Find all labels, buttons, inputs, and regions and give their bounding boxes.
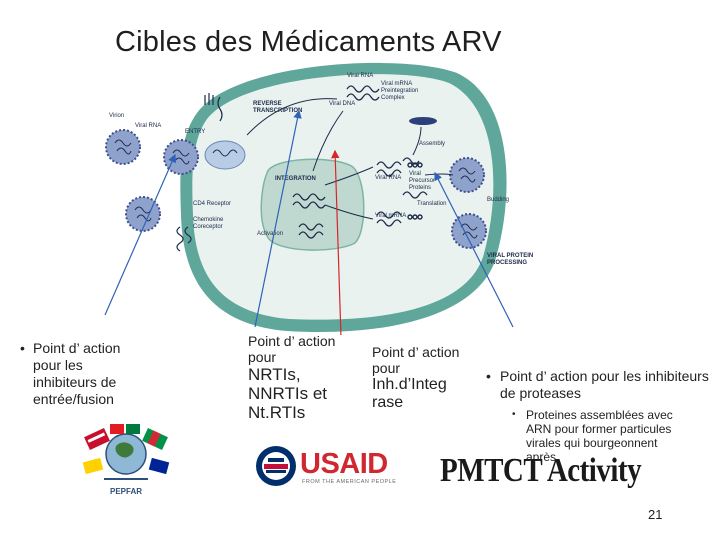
receptors — [176, 93, 223, 252]
label-entry: ENTRY — [185, 129, 205, 135]
entry-vesicle — [204, 140, 246, 170]
label-viral-rna-top: Viral RNA — [347, 73, 373, 79]
rt-inhibitor-line2: NRTIs, NNRTIs et Nt.RTIs — [248, 365, 328, 422]
label-precursor-2: Precursor — [409, 178, 435, 184]
label-chemokine-1: Chemokine — [193, 217, 224, 223]
rt-inhibitor-text: Point d’ action pour NRTIs, NNRTIs et Nt… — [248, 333, 358, 422]
label-viral-rna-mid: Viral RNA — [375, 175, 401, 181]
bullet: • — [20, 340, 25, 356]
protease-sub-bullet: • Proteines assemblées avec ARN pour for… — [512, 408, 692, 464]
integrase-inhibitor-line1: Point d’ action pour — [372, 344, 460, 376]
usaid-seal — [256, 446, 296, 486]
label-viral-rna-left: Viral RNA — [135, 123, 161, 129]
label-viral-dna-top: Viral DNA — [329, 101, 355, 107]
label-viral-protein-1: VIRAL PROTEIN — [487, 253, 533, 259]
label-activation: Activation — [257, 231, 283, 237]
label-viral-mrna-low: Viral mRNA — [375, 213, 406, 219]
arrow-rt — [254, 109, 302, 328]
pepfar-wordmark: PEPFAR — [110, 487, 142, 496]
arrow-protease — [434, 171, 514, 328]
bullet: • — [512, 409, 516, 420]
label-precursor-1: Viral — [409, 171, 421, 177]
usaid-wordmark: USAID — [300, 448, 388, 480]
protease-inhibitor-label: Point d’ action pour les inhibiteurs de … — [500, 368, 709, 401]
protease-inhibitor-text: • Point d’ action pour les inhibiteurs d… — [486, 368, 716, 402]
virion-outside-top — [105, 129, 487, 249]
label-reverse-1: REVERSE — [253, 101, 282, 107]
arrow-integrase — [331, 149, 342, 335]
slide-title: Cibles des Médicaments ARV — [115, 26, 502, 58]
label-precursor-3: Proteins — [409, 185, 431, 191]
label-viral-mrna-3: Complex — [381, 95, 405, 101]
label-viral-mrna-1: Viral mRNA — [381, 81, 412, 87]
usaid-tagline: FROM THE AMERICAN PEOPLE — [302, 479, 397, 485]
label-assembly: Assembly — [419, 141, 445, 147]
bullet: • — [486, 368, 491, 384]
pmtct-activity-logo: PMTCT Activity — [440, 452, 642, 489]
entry-inhibitor-text: • Point d’ action pour les inhibiteurs d… — [20, 340, 150, 408]
nucleus — [260, 158, 365, 251]
rt-inhibitor-line1: Point d’ action pour — [248, 333, 336, 365]
label-reverse-2: TRANSCRIPTION — [253, 108, 302, 114]
page-number: 21 — [648, 507, 663, 522]
label-budding: Budding — [487, 197, 509, 203]
arrow-entry — [104, 153, 176, 316]
label-virion: Virion — [109, 113, 124, 119]
pepfar-logo: PEPFAR — [82, 424, 170, 496]
integrase-inhibitor-line2: Inh.d’Integ rase — [372, 376, 447, 411]
integrase-inhibitor-text: Point d’ action pour Inh.d’Integ rase — [372, 344, 472, 412]
label-viral-mrna-2: Preintegration — [381, 88, 418, 94]
label-cd4: CD4 Receptor — [193, 201, 231, 207]
label-chemokine-2: Coreceptor — [193, 224, 223, 230]
hiv-lifecycle-diagram: Virion ENTRY REVERSE TRANSCRIPTION Viral… — [104, 62, 533, 335]
entry-inhibitor-label: Point d’ action pour les inhibiteurs de … — [33, 340, 121, 407]
label-integration: INTEGRATION — [275, 176, 316, 182]
label-viral-protein-2: PROCESSING — [487, 260, 527, 266]
protease-sub-text: Proteines assemblées avec ARN pour forme… — [526, 408, 673, 464]
label-translation: Translation — [417, 201, 446, 207]
